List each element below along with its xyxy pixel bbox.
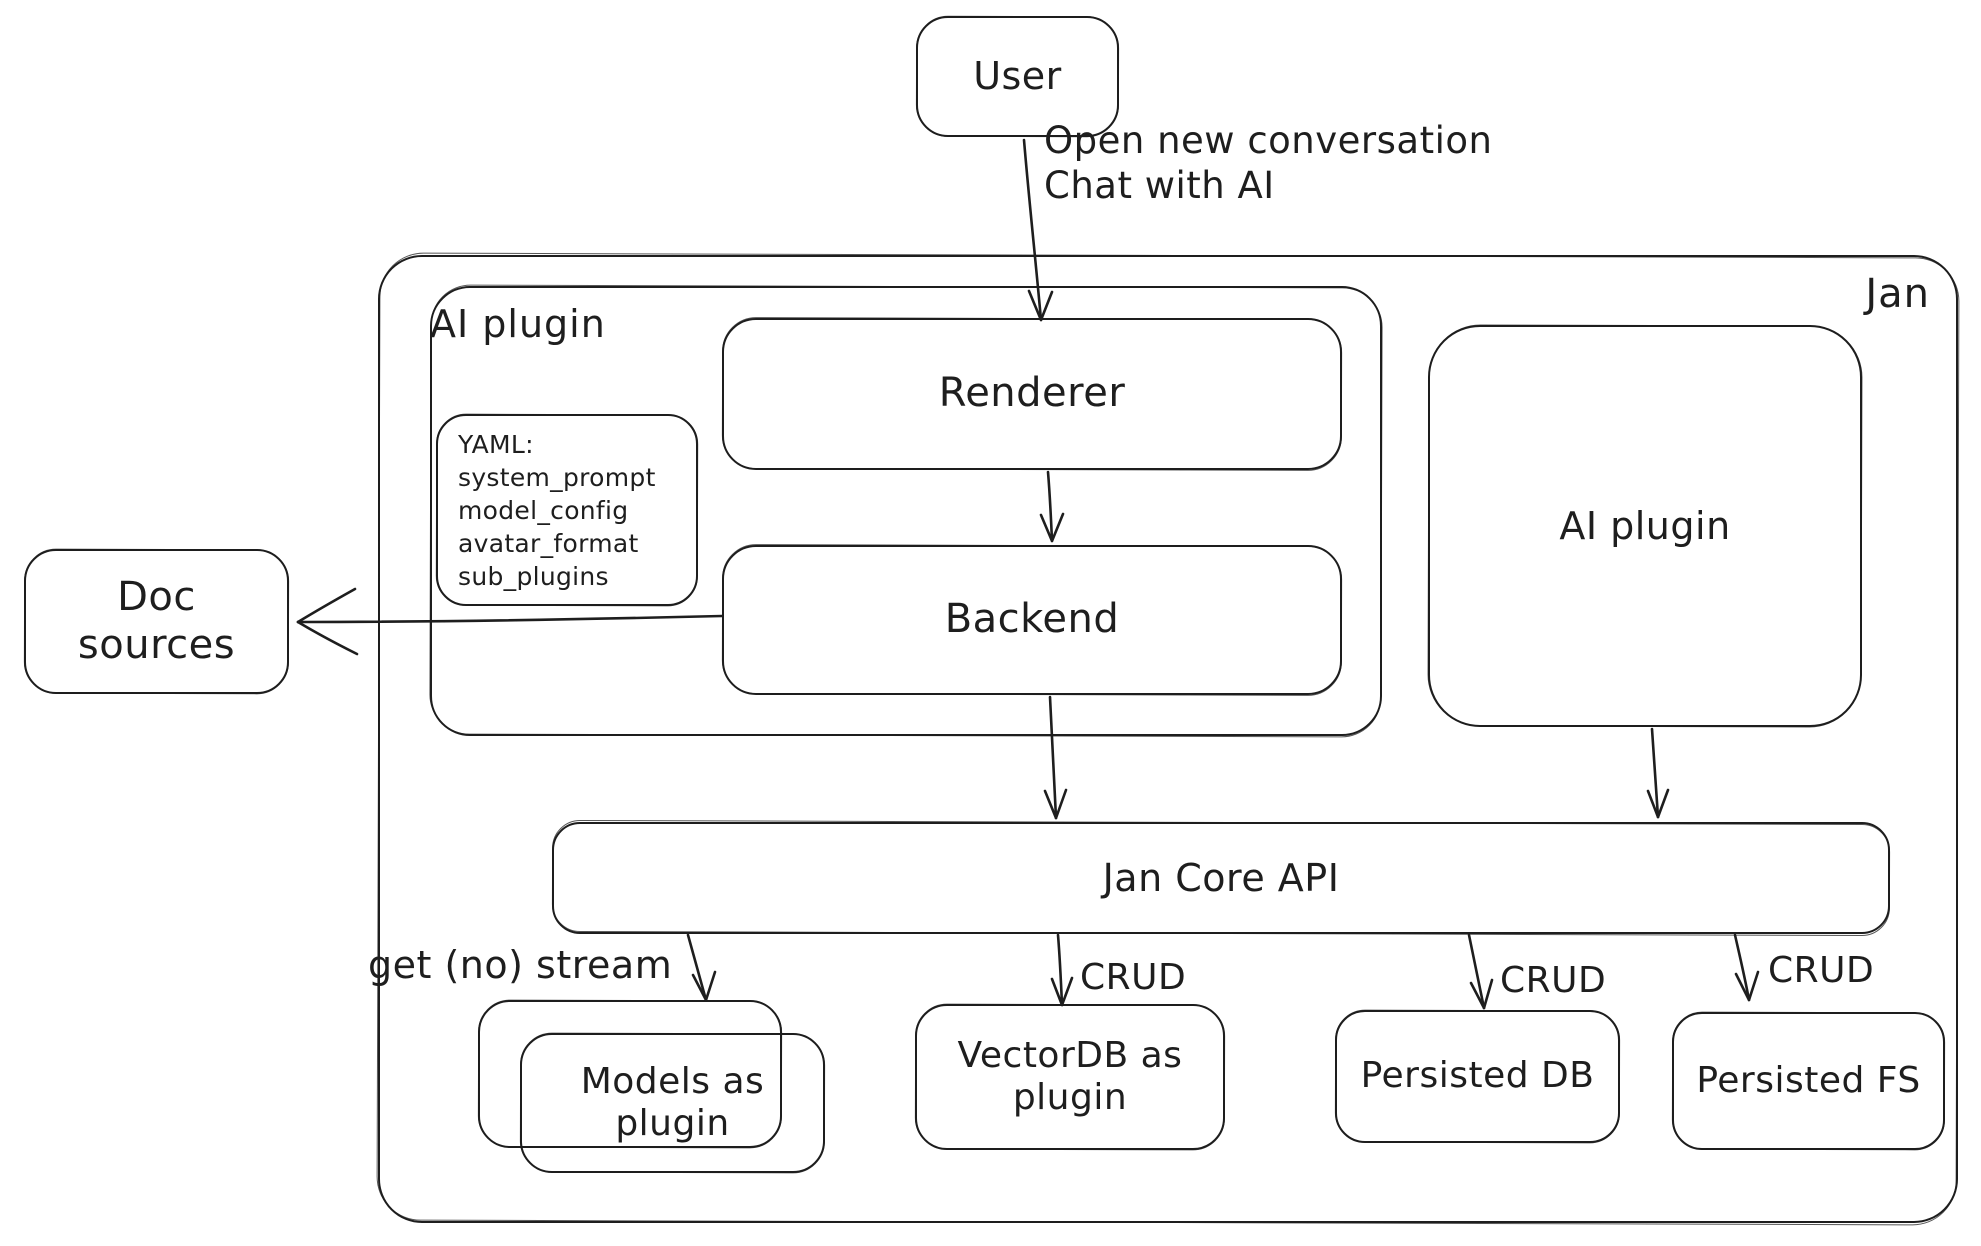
edge-label-user-flow: Open new conversation Chat with AI <box>1044 118 1492 208</box>
node-ai-plugin-right: AI plugin <box>1428 325 1862 727</box>
node-jan-core-api-label: Jan Core API <box>1102 855 1340 900</box>
edge-label-get-no-stream: get (no) stream <box>368 943 673 987</box>
node-doc-sources: Doc sources <box>24 549 289 694</box>
node-models-plugin: Models as plugin <box>520 1033 825 1173</box>
node-persisted-fs: Persisted FS <box>1672 1012 1945 1150</box>
yaml-line-system-prompt: system_prompt <box>458 463 656 492</box>
node-renderer: Renderer <box>722 318 1342 470</box>
container-ai-plugin-left: AI plugin <box>430 286 1382 736</box>
yaml-line-sub-plugins: sub_plugins <box>458 562 609 591</box>
edge-label-crud-persisted-db: CRUD <box>1500 960 1607 1001</box>
node-doc-sources-label: Doc sources <box>77 574 236 668</box>
node-backend: Backend <box>722 545 1342 695</box>
node-persisted-fs-label: Persisted FS <box>1696 1059 1921 1101</box>
node-vectordb-plugin-label: VectorDB as plugin <box>957 1034 1183 1118</box>
node-renderer-label: Renderer <box>938 370 1126 417</box>
edge-label-crud-vectordb: CRUD <box>1080 957 1187 998</box>
yaml-line-avatar-format: avatar_format <box>458 529 639 558</box>
edge-label-open-conversation: Open new conversation <box>1044 119 1493 162</box>
container-jan: Jan <box>378 255 1958 1223</box>
node-user-label: User <box>973 54 1062 99</box>
node-user: User <box>916 16 1119 137</box>
node-models-plugin-label: Models as plugin <box>580 1060 765 1144</box>
node-yaml-note: YAML: system_prompt model_config avatar_… <box>436 414 698 606</box>
yaml-line-title: YAML: <box>458 430 534 459</box>
edge-label-crud-persisted-fs: CRUD <box>1768 950 1875 991</box>
container-ai-plugin-left-label: AI plugin <box>430 302 606 346</box>
node-jan-core-api: Jan Core API <box>552 822 1890 934</box>
node-vectordb-plugin: VectorDB as plugin <box>915 1004 1225 1150</box>
node-backend-label: Backend <box>944 596 1120 643</box>
yaml-line-model-config: model_config <box>458 496 629 525</box>
container-jan-label: Jan <box>1865 271 1930 317</box>
edge-label-chat-with-ai: Chat with AI <box>1044 164 1275 207</box>
node-persisted-db-label: Persisted DB <box>1360 1055 1595 1097</box>
node-ai-plugin-right-label: AI plugin <box>1559 503 1731 548</box>
yaml-note-text: YAML: system_prompt model_config avatar_… <box>458 428 656 593</box>
node-persisted-db: Persisted DB <box>1335 1010 1620 1143</box>
